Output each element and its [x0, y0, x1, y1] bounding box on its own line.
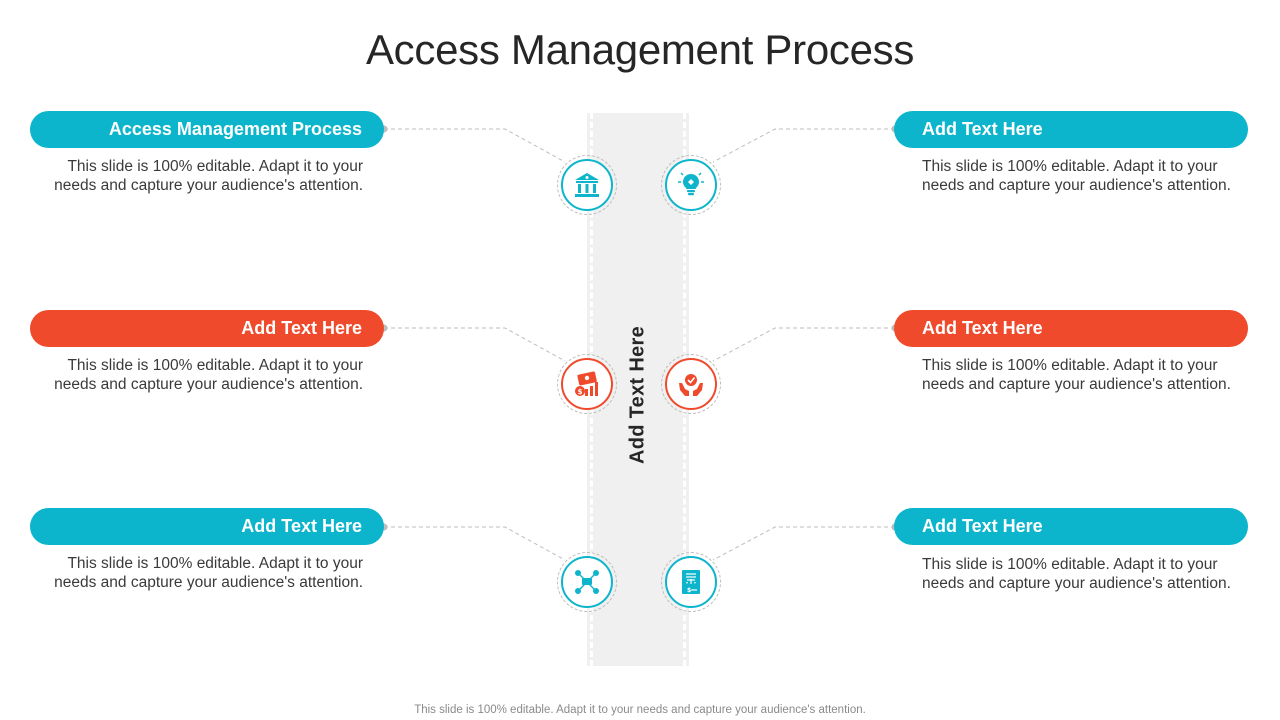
right-heading-1: Add Text Here [894, 111, 1248, 148]
legal-document-icon: $ [665, 556, 717, 608]
connector-right-3 [712, 526, 895, 561]
right-text-3: This slide is 100% editable. Adapt it to… [922, 556, 1231, 592]
lightbulb-idea-icon [665, 159, 717, 211]
connector-right-2 [712, 327, 895, 362]
left-text-2: This slide is 100% editable. Adapt it to… [54, 357, 363, 393]
left-text-3: This slide is 100% editable. Adapt it to… [54, 555, 363, 591]
footer-note: This slide is 100% editable. Adapt it to… [414, 704, 866, 716]
left-heading-3: Add Text Here [30, 508, 384, 545]
icon-ring [661, 354, 721, 414]
right-text-2: This slide is 100% editable. Adapt it to… [922, 357, 1231, 393]
right-heading-3: Add Text Here [894, 508, 1248, 545]
connector-right-1 [712, 128, 895, 163]
left-text-1: This slide is 100% editable. Adapt it to… [54, 158, 363, 194]
connector-left-3 [384, 526, 566, 561]
page-title: Access Management Process [365, 26, 915, 73]
right-heading-2: Add Text Here [894, 310, 1248, 347]
svg-text:$: $ [687, 587, 691, 594]
icon-ring [661, 155, 721, 215]
icon-ring [557, 354, 617, 414]
icon-ring [557, 155, 617, 215]
money-growth-icon: $ [561, 358, 613, 410]
network-hub-icon [561, 556, 613, 608]
right-text-1: This slide is 100% editable. Adapt it to… [922, 158, 1231, 194]
left-heading-1: Access Management Process [30, 111, 384, 148]
bank-building-icon [561, 159, 613, 211]
icon-ring [557, 552, 617, 612]
hands-care-icon [665, 358, 717, 410]
svg-text:$: $ [578, 388, 583, 396]
left-heading-2: Add Text Here [30, 310, 384, 347]
icon-ring [661, 552, 721, 612]
connector-left-2 [384, 327, 566, 362]
connector-left-1 [384, 128, 566, 163]
